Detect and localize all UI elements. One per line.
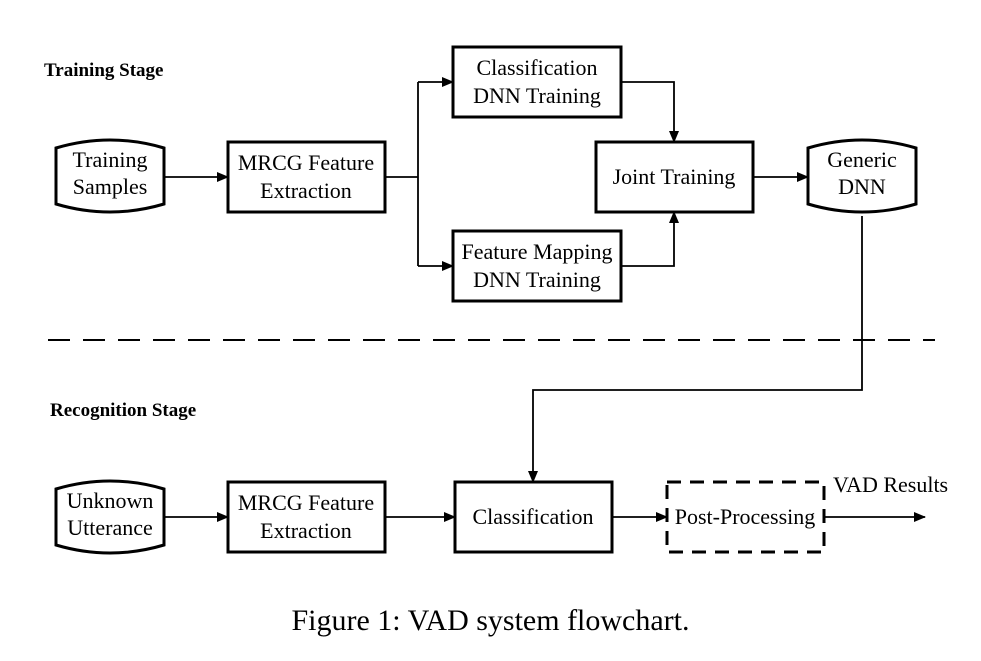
joint-training-label: Joint Training [613,164,736,189]
figure-caption: Figure 1: VAD system flowchart. [291,604,690,637]
feature-mapping-dnn-training-line1: Feature Mapping [462,239,613,264]
post-processing-label: Post-Processing [675,504,816,529]
feature-mapping-dnn-training-line2: DNN Training [473,267,601,292]
vad-results-label: VAD Results [833,472,948,497]
generic-dnn-label-line2: DNN [838,174,886,199]
unknown-utterance-label-line1: Unknown [67,488,154,513]
classification-dnn-training-node: Classification DNN Training [451,45,623,119]
classification-node: Classification [453,480,614,554]
recognition-stage-label: Recognition Stage [50,400,196,421]
unknown-utterance-label-line2: Utterance [67,515,153,540]
joint-training-node: Joint Training [594,140,755,214]
classification-label: Classification [473,504,594,529]
recognition-feature-extraction-node: MRCG Feature Extraction [226,480,387,554]
training-feature-extraction-line2: Extraction [260,178,352,203]
generic-dnn-label-line1: Generic [827,147,897,172]
arrow-feature-mapping-to-joint [621,211,679,267]
classification-dnn-training-line2: DNN Training [473,83,601,108]
classification-dnn-training-line1: Classification [477,55,598,80]
recognition-feature-extraction-line2: Extraction [260,518,352,543]
unknown-utterance-node: Unknown Utterance [54,479,166,555]
training-samples-label-line2: Samples [73,174,148,199]
recognition-feature-extraction-line1: MRCG Feature [238,490,374,515]
vad-flowchart: Training Stage Recognition Stage Trainin… [44,45,948,555]
training-samples-label-line1: Training [73,147,148,172]
arrow-classification-to-joint [621,81,679,143]
training-samples-node: Training Samples [54,138,166,214]
training-feature-extraction-line1: MRCG Feature [238,150,374,175]
generic-dnn-node: Generic DNN [806,138,918,214]
post-processing-node: Post-Processing [665,480,826,554]
training-stage-label: Training Stage [44,60,163,81]
feature-mapping-dnn-training-node: Feature Mapping DNN Training [451,229,623,303]
training-feature-extraction-node: MRCG Feature Extraction [226,140,387,214]
arrow-generic-dnn-to-classification [528,216,863,483]
